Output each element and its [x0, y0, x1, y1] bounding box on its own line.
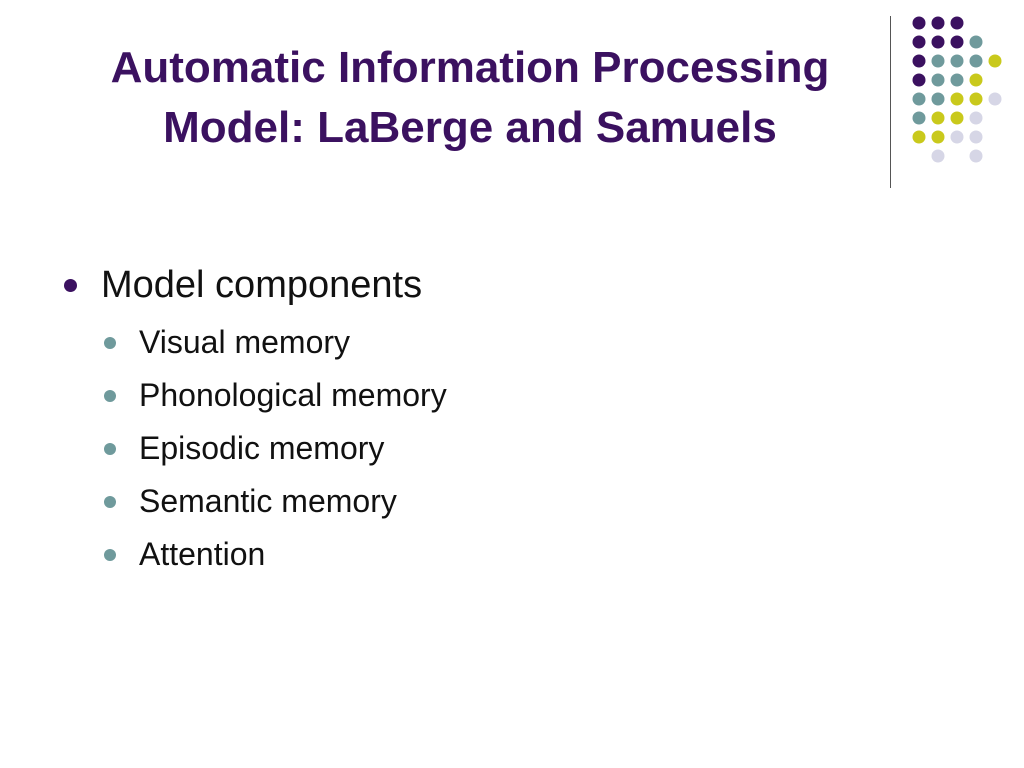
- sub-bullet-label: Attention: [139, 536, 266, 572]
- sub-bullet-dot-icon: [104, 548, 116, 561]
- decorative-dot: [931, 149, 945, 163]
- title-divider-line: [890, 16, 891, 188]
- bullet-dot-icon: [64, 279, 77, 292]
- decorative-dot: [988, 92, 1002, 106]
- bullet-model-components: Model components: [64, 264, 422, 307]
- sub-bullet-label: Episodic memory: [139, 430, 385, 466]
- decorative-dot: [931, 73, 945, 87]
- decorative-dot: [969, 149, 983, 163]
- decorative-dot: [950, 111, 964, 125]
- bullet-label: Model components: [101, 264, 423, 306]
- decorative-dot: [931, 111, 945, 125]
- sub-bullet-dot-icon: [104, 336, 116, 349]
- decorative-dot: [950, 130, 964, 144]
- decorative-dot: [931, 16, 945, 30]
- decorative-dot: [912, 35, 926, 49]
- slide-title-line-2: Model: LaBerge and Samuels: [163, 103, 777, 152]
- sub-bullet-semantic-memory: Semantic memory: [104, 483, 397, 520]
- decorative-dot: [969, 92, 983, 106]
- sub-bullet-dot-icon: [104, 442, 116, 455]
- decorative-dot: [912, 111, 926, 125]
- decorative-dot: [912, 73, 926, 87]
- decorative-dot: [950, 35, 964, 49]
- decorative-dot-grid: [912, 16, 1002, 163]
- sub-bullet-phonological-memory: Phonological memory: [104, 377, 447, 414]
- decorative-dot: [931, 130, 945, 144]
- decorative-dot: [912, 16, 926, 30]
- sub-bullet-dot-icon: [104, 389, 116, 402]
- decorative-dot: [969, 111, 983, 125]
- decorative-dot: [912, 92, 926, 106]
- decorative-dot: [969, 54, 983, 68]
- decorative-dot: [912, 54, 926, 68]
- slide-title-line-1: Automatic Information Processing: [110, 43, 830, 92]
- decorative-dot: [950, 73, 964, 87]
- decorative-dot: [969, 73, 983, 87]
- decorative-dot: [931, 92, 945, 106]
- decorative-dot: [912, 130, 926, 144]
- decorative-dot: [988, 54, 1002, 68]
- decorative-dot: [931, 35, 945, 49]
- decorative-dot: [931, 54, 945, 68]
- sub-bullet-label: Visual memory: [139, 324, 351, 360]
- decorative-dot: [969, 130, 983, 144]
- sub-bullet-label: Phonological memory: [139, 377, 447, 413]
- sub-bullet-label: Semantic memory: [139, 483, 397, 519]
- decorative-dot: [950, 16, 964, 30]
- decorative-dot: [950, 54, 964, 68]
- sub-bullet-attention: Attention: [104, 536, 265, 573]
- sub-bullet-episodic-memory: Episodic memory: [104, 430, 384, 467]
- sub-bullet-dot-icon: [104, 495, 116, 508]
- sub-bullet-visual-memory: Visual memory: [104, 324, 350, 361]
- slide-title: Automatic Information Processing Model: …: [60, 38, 880, 158]
- decorative-dot: [969, 35, 983, 49]
- decorative-dot: [950, 92, 964, 106]
